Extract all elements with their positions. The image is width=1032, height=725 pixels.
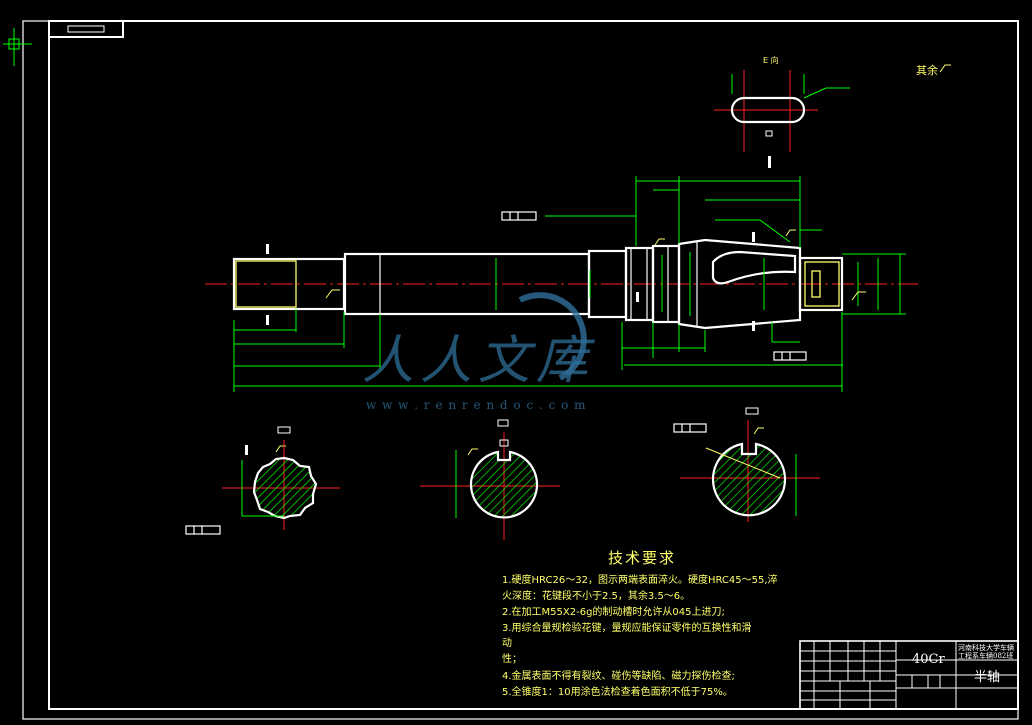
part-name-label: 半轴	[974, 670, 1001, 685]
datum-markers	[245, 156, 771, 455]
section-keyway	[680, 407, 820, 522]
dimension-lines	[233, 176, 906, 392]
sheet-number-box	[48, 20, 124, 38]
requirement-line: 5.全锥度1：10用涂色法检查着色面积不低于75%。	[502, 687, 733, 698]
watermark-url: w w w . r e n r e n d o c . c o m	[366, 398, 587, 412]
roughness-marks	[275, 64, 951, 456]
shaft-outline	[232, 238, 844, 330]
watermark-emblem	[518, 292, 587, 381]
tech-requirements-title: 技术要求	[608, 549, 677, 567]
title-block	[799, 640, 1019, 710]
school-line-2: 工程系车辆082班	[958, 652, 1014, 660]
view-e-keyway	[714, 70, 850, 152]
rest-roughness-label: 其余	[916, 64, 938, 77]
shaft-threads	[235, 260, 840, 308]
crosshair-cursor	[3, 28, 32, 66]
view-e-label: E 向	[763, 56, 779, 65]
requirement-line: 1.硬度HRC26～32，图示两端表面淬火。硬度HRC45～55,淬	[502, 575, 778, 586]
school-line-1: 河南科技大学车辆	[958, 644, 1014, 652]
section-spline	[222, 426, 340, 530]
drawing-border	[48, 20, 1019, 710]
section-key	[420, 419, 560, 540]
requirement-line: 性；	[502, 654, 522, 665]
material-label: 40Cr	[912, 652, 945, 667]
sheet-number-inner	[67, 25, 105, 33]
tolerance-frames	[185, 211, 807, 535]
shaft-detail-lines	[379, 242, 698, 326]
requirement-line: 动	[502, 638, 512, 649]
watermark-brand: 人人文库	[362, 331, 595, 391]
requirement-line: 2.在加工M55X2-6g的制动槽时允许从045上进刀;	[502, 607, 725, 618]
requirement-line: 火深度：花键段不小于2.5，其余3.5～6。	[502, 591, 691, 602]
requirement-line: 4.金属表面不得有裂纹、碰伤等缺陷、磁力探伤检查;	[502, 671, 735, 682]
requirement-line: 3.用综合量规检验花键，量规应能保证零件的互换性和滑	[502, 623, 752, 634]
